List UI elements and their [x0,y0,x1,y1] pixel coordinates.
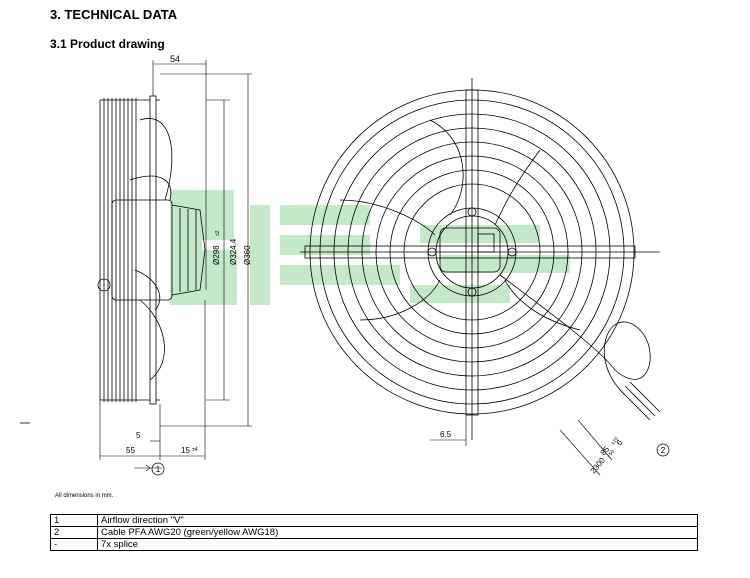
dim-dia-mid: Ø324.4 [229,238,238,265]
dim-top-width: 54 [170,54,180,64]
side-view [20,95,206,424]
table-row: - 7x splice [50,538,698,551]
product-drawing: 54 Ø298 ±2 Ø324.4 Ø360 5 55 15 ±4 1 [20,54,670,476]
legend-key: 2 [50,526,98,539]
dim-5: 5 [136,431,141,440]
legend-value: 7x splice [97,538,698,551]
dimension-note: All dimensions in mm. [55,493,114,499]
dim-55: 55 [126,446,135,455]
watermark-logo [170,190,570,305]
dim-6-5: 6.5 [440,430,452,439]
callout-2-circle [656,443,670,457]
callout-1-label: 1 [156,465,161,474]
callout-2-label: 2 [661,446,666,455]
cable-dim-6: 6 [615,438,625,448]
legend-value: Airflow direction "V" [97,514,698,527]
legend-table: 1 Airflow direction "V" 2 Cable PFA AWG2… [50,514,698,551]
legend-value: Cable PFA AWG20 (green/yellow AWG18) [97,526,698,539]
legend-key: - [50,538,98,551]
dim-15: 15 [181,446,190,455]
legend-key: 1 [50,514,98,527]
cable-dim-2300-tol: +50 [606,449,616,460]
front-dimensions [430,415,613,476]
section-title: 3. TECHNICAL DATA [50,7,178,22]
callout-1-circle [151,462,165,476]
table-row: 1 Airflow direction "V" [50,514,698,527]
table-row: 2 Cable PFA AWG20 (green/yellow AWG18) [50,526,698,539]
dim-dia-inner: Ø298 [212,245,221,265]
dim-15-tol: ±4 [192,447,198,453]
dim-dia-inner-tol: ±2 [215,230,221,236]
cable-dim-85-tol: ±10 [610,436,620,446]
cable-dim-2300: 2300 [589,455,608,475]
dim-dia-outer: Ø360 [243,245,252,265]
side-dimensions [99,60,252,472]
sub-title: 3.1 Product drawing [50,37,165,51]
front-view [300,78,661,440]
